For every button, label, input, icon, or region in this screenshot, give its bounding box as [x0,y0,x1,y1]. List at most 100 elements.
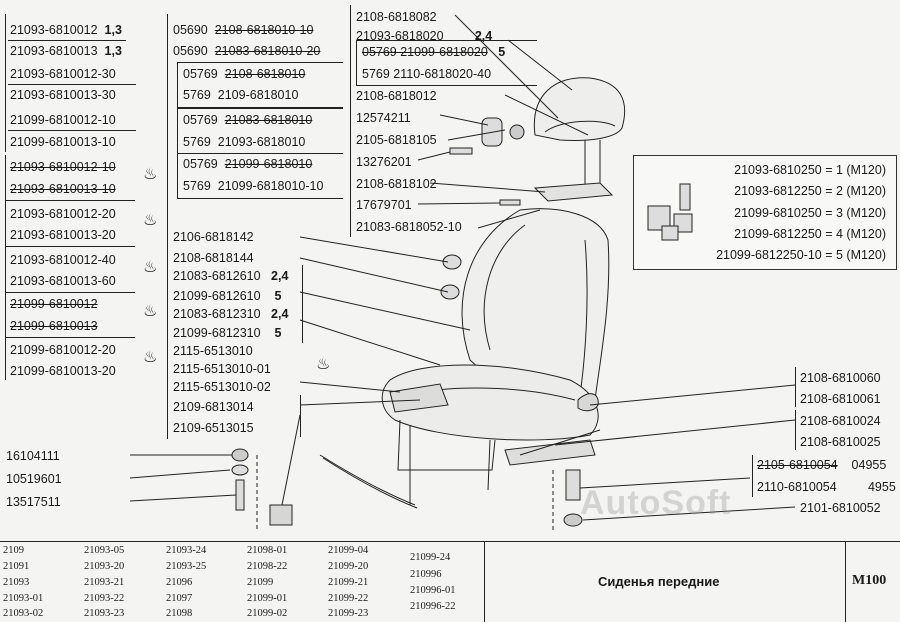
legend-parts-icon [647,183,693,241]
part-number: 5769 2110-6818020-40 [362,67,492,81]
left-bracket-a [5,14,156,152]
part-number: 21099-6812610 5 [173,289,282,303]
group-bracket [177,153,343,199]
part-number: 05690 2108-6818010-10 [173,23,314,37]
part-number: 21099-6810012-20 [10,343,116,357]
seat-heater-icon: ♨ [143,212,158,229]
part-number: 2108-6818012 [356,89,437,103]
model-code: 21099 [247,577,274,588]
part-number: 21083-6812610 2,4 [173,269,289,283]
model-code: 2109 [3,545,24,556]
part-number: 21093-6810013-20 [10,228,116,242]
seat-heater-icon: ♨ [143,259,158,276]
model-code: 21098-01 [247,545,288,556]
part-number: 21099-6810012 [10,297,98,311]
part-number: 05769 21083-6818010 [183,113,313,127]
part-number: 2108-6818102 [356,177,437,191]
part-number: 2108-6810024 [800,414,881,428]
part-number: 21093-6810013-10 [10,182,116,196]
part-number: 13276201 [356,155,412,169]
part-number: 21083-6812310 2,4 [173,307,289,321]
footer-divider [0,541,900,542]
model-code: 21099-01 [247,593,288,604]
part-number: 21083-6818052-10 [356,220,462,234]
part-number: 2109-6813014 [173,400,254,414]
part-number: 21093-6810012 1,3 [10,23,122,37]
seat-heater-icon: ♨ [143,349,158,366]
page-code: М100 [852,573,887,588]
part-number: 05769 21099-6818010 [183,157,313,171]
model-code: 21099-02 [247,608,288,619]
seat-heater-icon: ♨ [143,166,158,183]
legend-box: 21093-6810250 = 1 (M120) 21093-6812250 =… [633,155,897,270]
part-number: 05769 21099-6818020 5 [362,45,506,59]
legend-item: 21099-6812250 = 4 (M120) [734,227,886,241]
part-number: 21099-6812310 5 [173,326,282,340]
part-number: 10519601 [6,472,62,486]
page-title: Сиденья передние [598,574,720,589]
part-number: 16104111 [6,449,60,463]
part-number: 05690 21083-6818010-20 [173,44,321,58]
part-number: 21099-6810012-10 [10,113,116,127]
part-number: 21093-6810012-10 [10,160,116,174]
model-code: 21099-21 [328,577,369,588]
part-number: 12574211 [356,111,411,125]
model-code: 21098-22 [247,561,288,572]
model-code: 210996-01 [410,585,456,596]
model-code: 21093-05 [84,545,125,556]
model-code: 21097 [166,593,193,604]
part-number: 2108-6810025 [800,435,881,449]
part-number: 21099-6810013-20 [10,364,116,378]
model-code: 21093-22 [84,593,125,604]
part-number: 21099-6810013-10 [10,135,116,149]
part-number: 21093-6810013-60 [10,274,116,288]
model-code: 21093-02 [3,608,44,619]
group-bracket [356,40,537,86]
part-number: 21093-6810012-20 [10,207,116,221]
model-code: 21093-23 [84,608,125,619]
model-code: 21098 [166,608,193,619]
part-number: 17679701 [356,198,412,212]
part-number: 2105-6810054 04955 [757,458,887,472]
model-code: 21096 [166,577,193,588]
seat-heater-icon: ♨ [316,356,331,373]
part-number: 2115-6513010 [173,344,253,358]
model-code: 21099-20 [328,561,369,572]
part-number: 2101-6810052 [800,501,881,515]
model-code: 21093-21 [84,577,125,588]
model-code: 21093-24 [166,545,207,556]
part-number: 2110-6810054 4955 [757,480,896,494]
model-code: 21099-23 [328,608,369,619]
part-number: 2108-6818082 [356,10,437,24]
model-code: 210996 [410,569,442,580]
part-number: 21093-6810012-40 [10,253,116,267]
seat-heater-icon: ♨ [143,303,158,320]
model-code: 21093-25 [166,561,207,572]
model-code: 21099-04 [328,545,369,556]
legend-item: 21099-6810250 = 3 (M120) [734,206,886,220]
model-code: 21099-24 [410,552,451,563]
legend-item: 21099-6812250-10 = 5 (M120) [716,248,886,262]
watermark: AutoSoft [580,484,732,522]
part-number: 5769 2109-6818010 [183,88,299,102]
group-bracket [177,62,343,108]
part-number: 21093-6810013-30 [10,88,116,102]
model-code: 21091 [3,561,30,572]
part-number: 05769 2108-6818010 [183,67,306,81]
part-number: 21093-6810013 1,3 [10,44,122,58]
part-number: 2109-6513015 [173,421,254,435]
part-number: 21099-6810013 [10,319,98,333]
part-number: 2108-6810061 [800,392,881,406]
part-number: 2115-6513010-01 [173,362,271,376]
part-number: 2105-6818105 [356,133,437,147]
part-number: 2115-6513010-02 [173,380,271,394]
part-number: 13517511 [6,495,61,509]
legend-item: 21093-6812250 = 2 (M120) [734,184,886,198]
legend-item: 21093-6810250 = 1 (M120) [734,163,886,177]
part-number: 2106-6818142 [173,230,254,244]
part-number: 2108-6818144 [173,251,254,265]
part-number: 5769 21099-6818010-10 [183,179,324,193]
part-number: 5769 21093-6818010 [183,135,306,149]
